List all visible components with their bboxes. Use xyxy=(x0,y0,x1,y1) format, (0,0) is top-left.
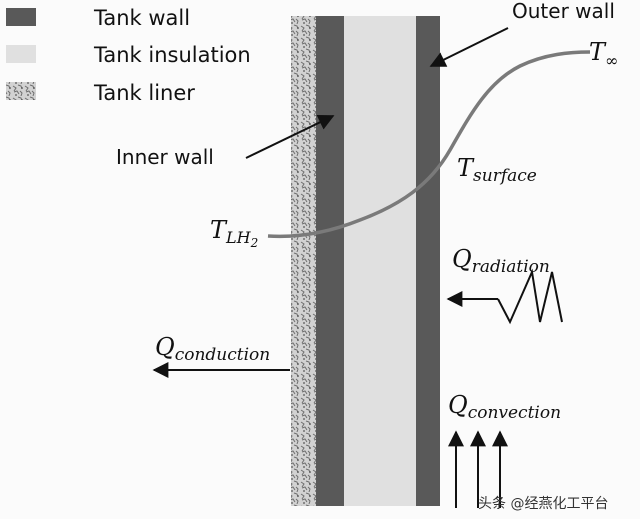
t-lh2-label: TLH2 xyxy=(210,216,258,250)
legend: Tank wall Tank insulation Tank liner xyxy=(6,6,251,105)
inner-wall-label: Inner wall xyxy=(116,145,214,169)
tank-liner-layer xyxy=(291,16,316,506)
inner-wall-layer xyxy=(316,16,344,506)
legend-label-tank-insulation: Tank insulation xyxy=(93,43,251,67)
legend-swatch-tank-insulation xyxy=(6,45,36,63)
watermark-text: 头条 @经燕化工平台 xyxy=(478,495,608,512)
q-conduction-label: Qconduction xyxy=(155,333,270,365)
outer-wall-label: Outer wall xyxy=(512,0,615,23)
legend-label-tank-wall: Tank wall xyxy=(93,6,190,30)
legend-swatch-tank-wall xyxy=(6,8,36,26)
outer-wall-pointer-arrow xyxy=(429,27,509,67)
insulation-layer xyxy=(344,16,416,506)
radiation-zigzag xyxy=(497,268,563,325)
t-surface-label: Tsurface xyxy=(457,154,537,186)
legend-swatch-tank-liner xyxy=(6,82,36,100)
outer-wall-layer xyxy=(416,16,440,506)
tank-layers xyxy=(291,16,440,506)
legend-label-tank-liner: Tank liner xyxy=(93,81,195,105)
t-infinity-label: T∞ xyxy=(589,38,618,70)
temperature-profile-curve xyxy=(267,50,591,239)
q-radiation-label: Qradiation xyxy=(452,245,550,277)
q-convection-label: Qconvection xyxy=(448,391,561,423)
inner-wall-pointer-arrow xyxy=(245,115,335,159)
